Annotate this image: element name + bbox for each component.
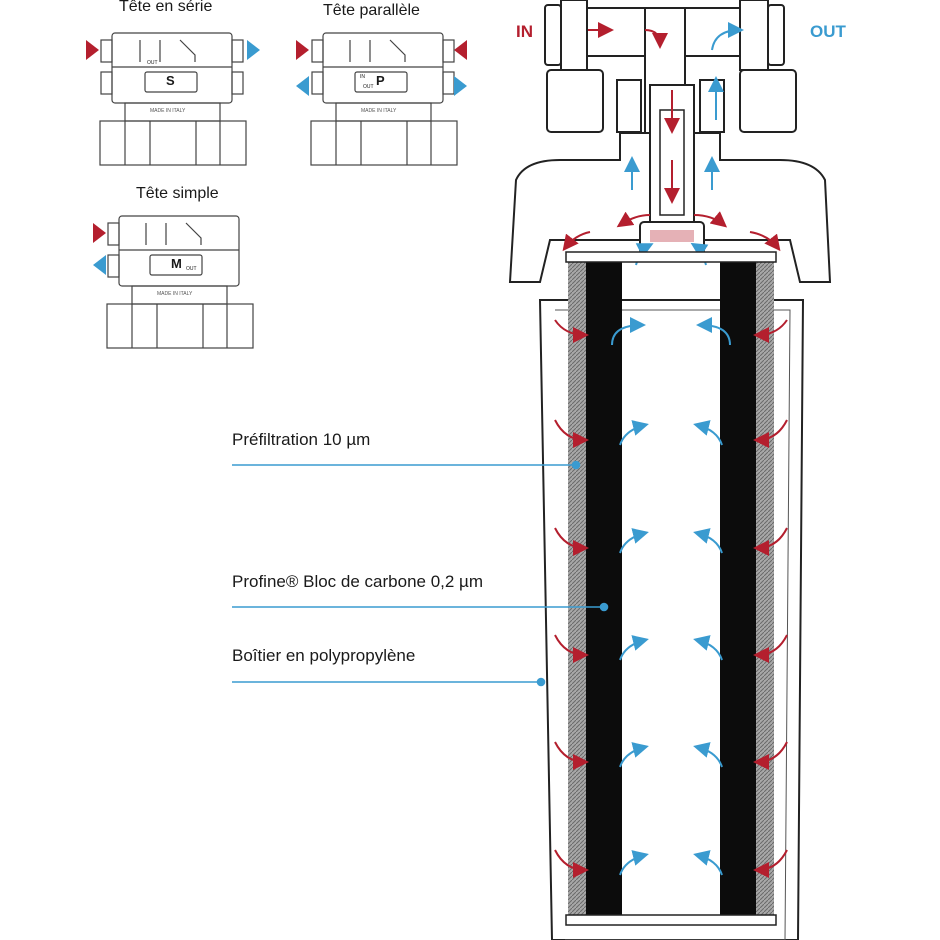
parallele-out-arrow-1 xyxy=(296,76,309,96)
serie-made-in: MADE IN ITALY xyxy=(150,108,186,114)
serie-out-arrow xyxy=(247,40,260,60)
parallele-out-tag: OUT xyxy=(363,84,374,90)
parallele-in-tag: IN xyxy=(360,74,365,80)
port-out-label: OUT xyxy=(810,22,846,41)
head-simple-title: Tête simple xyxy=(136,185,219,202)
valve-seal xyxy=(650,230,694,242)
bowl-flow xyxy=(554,317,788,878)
port-in-label: IN xyxy=(516,22,533,41)
parallele-in-arrow-2 xyxy=(454,40,467,60)
carbon-left xyxy=(586,256,622,918)
head-parallele xyxy=(310,32,458,166)
parallele-in-arrow-1 xyxy=(296,40,309,60)
serie-in-arrow xyxy=(86,40,99,60)
callout-prefiltration: Préfiltration 10 µm xyxy=(232,430,371,449)
simple-letter: M xyxy=(171,256,182,271)
leader-lines xyxy=(232,460,609,687)
housing-inner xyxy=(555,309,791,940)
head-parallele-title: Tête parallèle xyxy=(323,2,420,19)
simple-in-arrow xyxy=(93,223,106,243)
callout-housing: Boîtier en polypropylène xyxy=(232,646,416,665)
serie-out-tag: OUT xyxy=(147,60,158,66)
end-cap-bottom xyxy=(565,914,777,926)
simple-out-arrow xyxy=(93,255,106,275)
callout-carbon-block: Profine® Bloc de carbone 0,2 µm xyxy=(232,572,484,591)
carbon-right xyxy=(720,256,756,918)
simple-out-tag: OUT xyxy=(186,266,197,272)
head-serie xyxy=(99,32,247,166)
end-cap-top xyxy=(565,251,777,263)
parallele-out-arrow-2 xyxy=(454,76,467,96)
parallele-made-in: MADE IN ITALY xyxy=(361,108,397,114)
simple-made-in: MADE IN ITALY xyxy=(157,291,193,297)
cartridge xyxy=(565,251,777,926)
head-serie-title: Tête en série xyxy=(119,0,213,15)
parallele-letter: P xyxy=(376,73,385,88)
prefilter-right xyxy=(756,256,774,918)
serie-letter: S xyxy=(166,73,175,88)
prefilter-left xyxy=(568,256,586,918)
head-simple xyxy=(106,215,254,349)
